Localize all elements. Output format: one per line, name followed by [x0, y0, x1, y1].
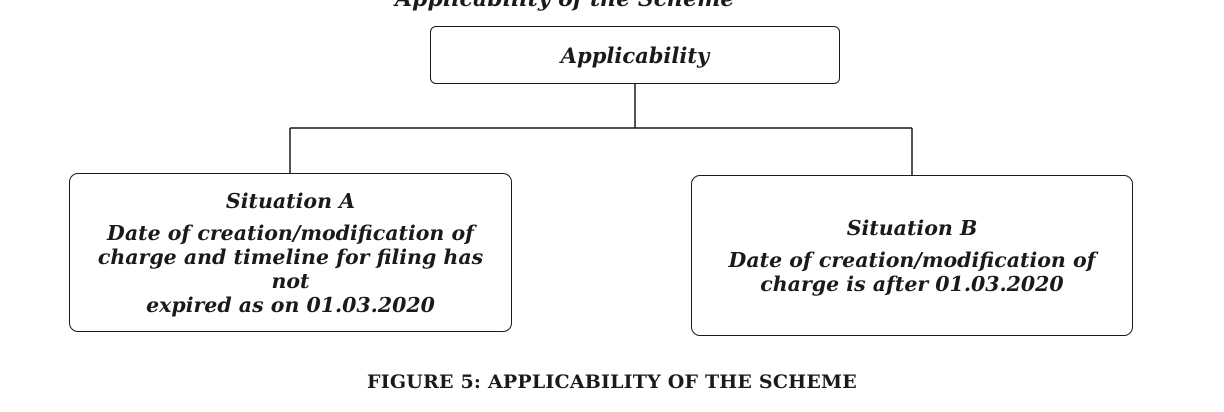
figure-caption: FIGURE 5: APPLICABILITY OF THE SCHEME — [367, 371, 857, 393]
node-situation-b: Situation B Date of creation/modificatio… — [691, 175, 1133, 336]
situation-a-title: Situation A — [225, 188, 356, 213]
situation-b-title: Situation B — [846, 215, 978, 240]
root-node-label: Applicability — [560, 42, 710, 68]
situation-b-description: Date of creation/modification of charge … — [728, 247, 1096, 296]
clipped-heading-text: Applicability of the Scheme — [395, 0, 734, 12]
root-node-applicability: Applicability — [430, 26, 840, 84]
node-situation-a: Situation A Date of creation/modificatio… — [69, 173, 512, 332]
situation-a-description: Date of creation/modification of charge … — [97, 220, 484, 317]
